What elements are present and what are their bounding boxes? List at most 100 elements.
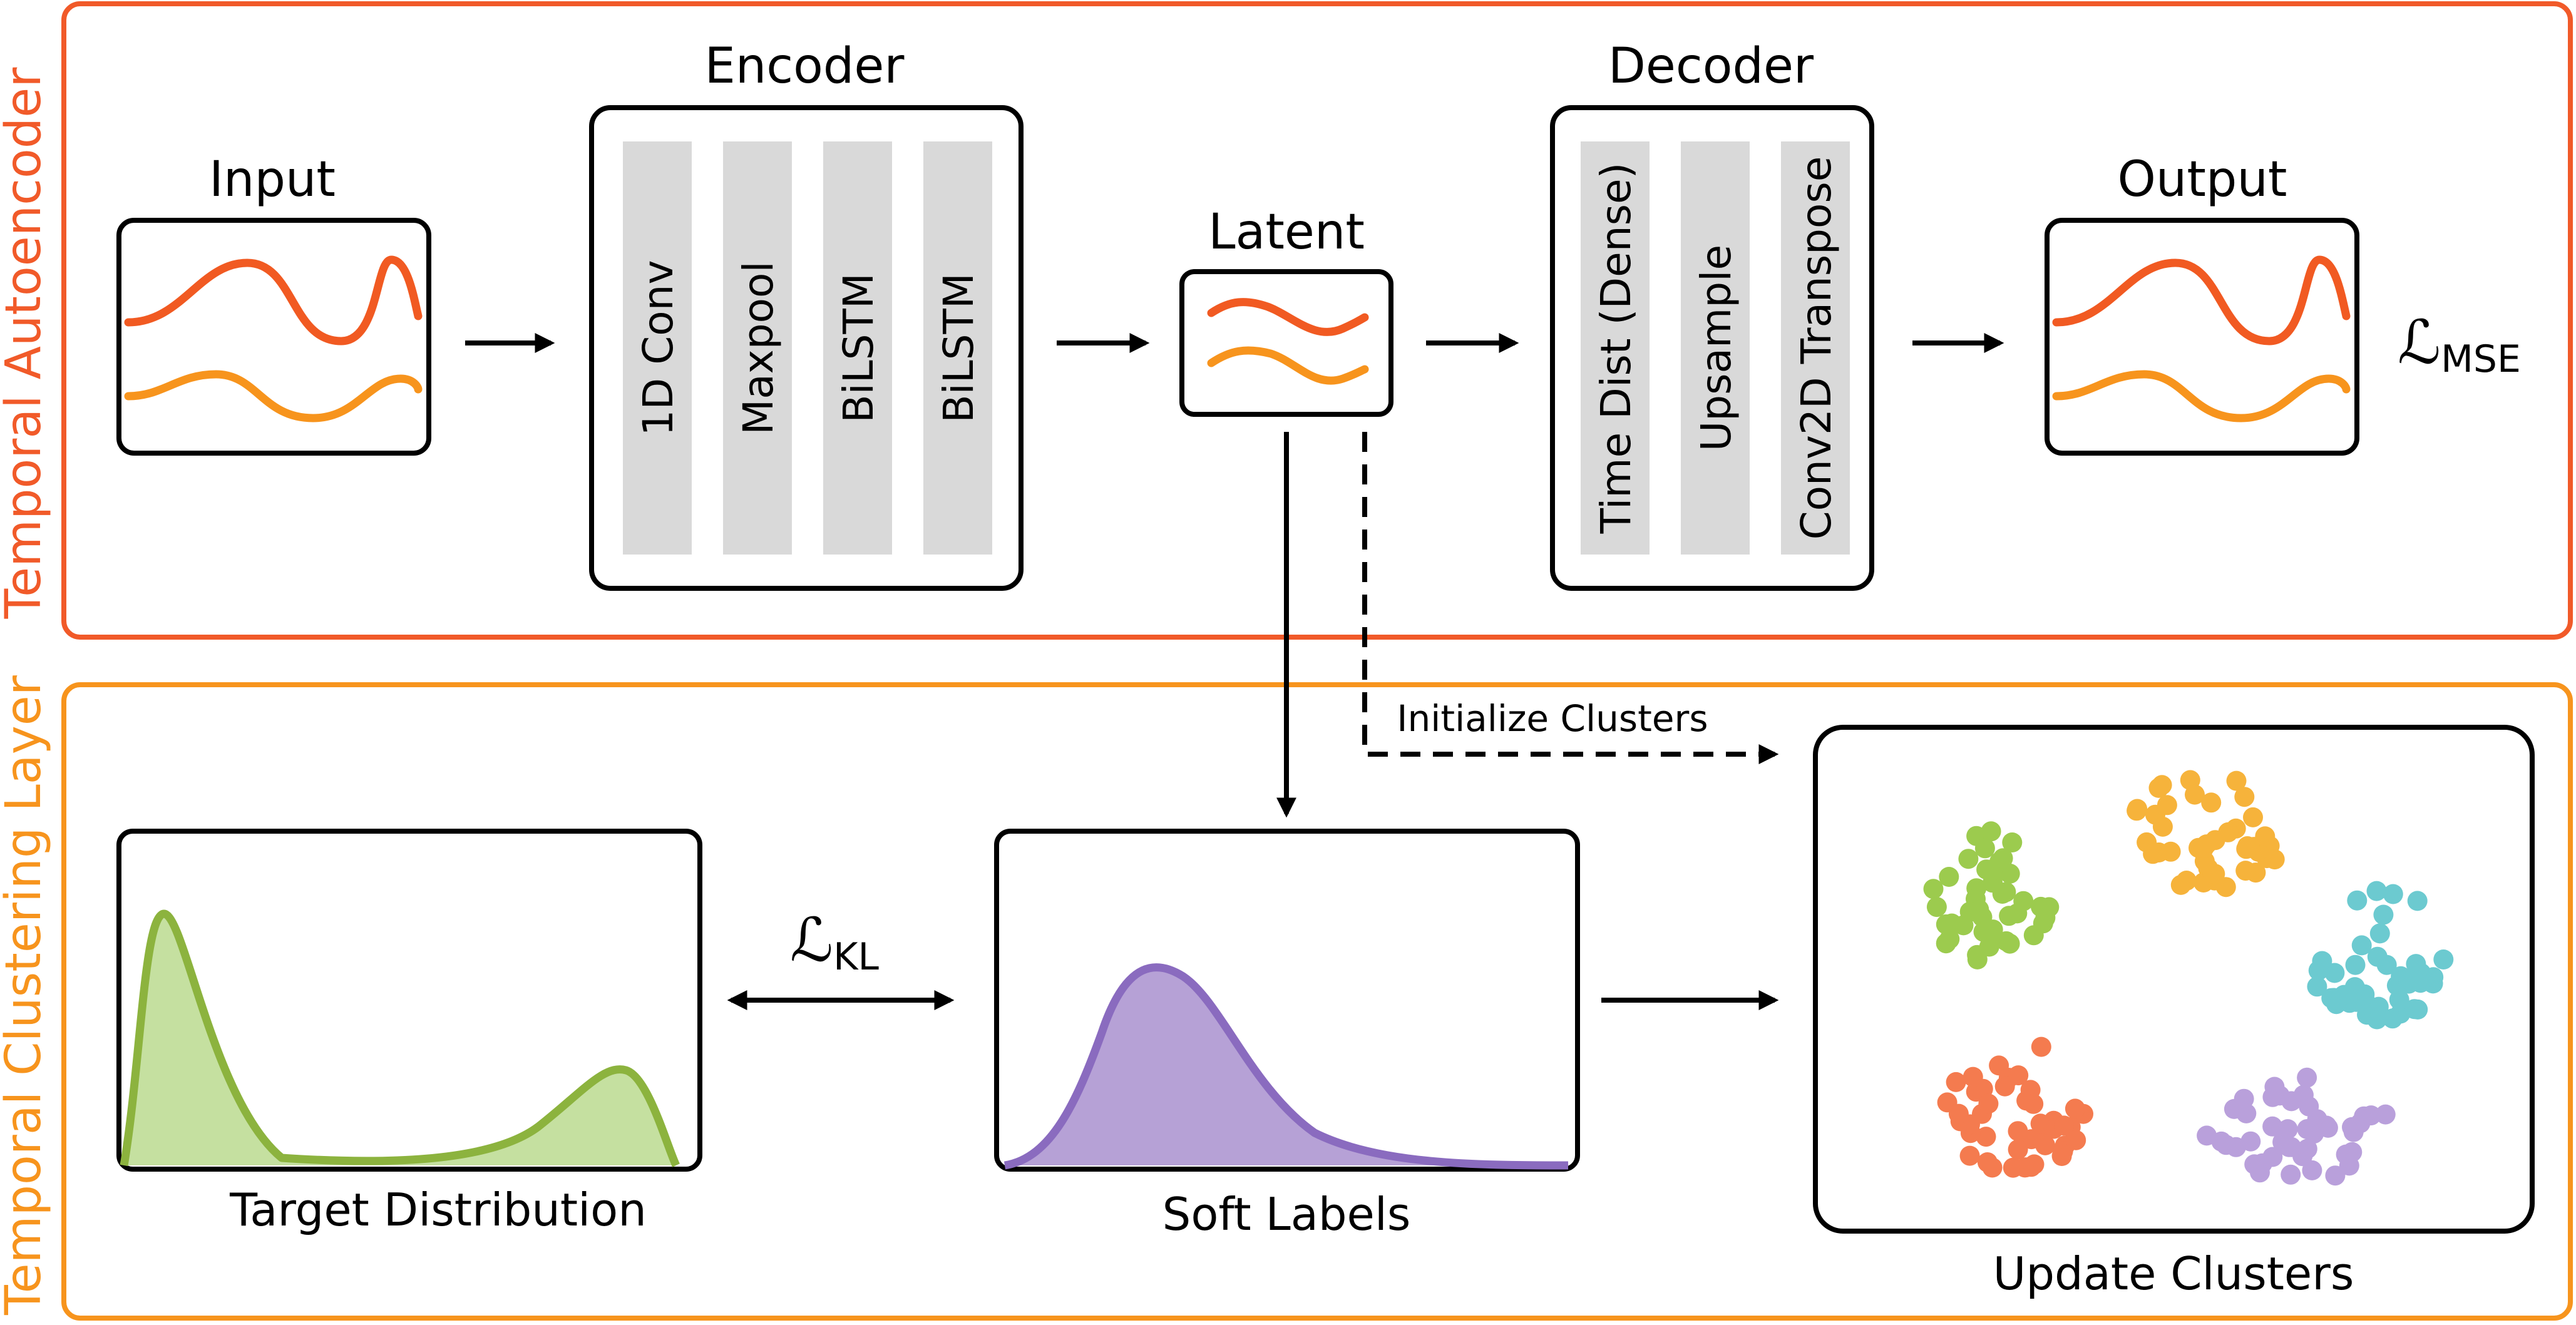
cluster-teal-point (2404, 999, 2425, 1020)
cluster-teal-point (2369, 923, 2390, 944)
decoder-layer-label-3: Conv2D Transpose (1792, 156, 1840, 540)
decoder-layer-1 (1581, 141, 1650, 555)
cluster-red-point (2031, 1036, 2051, 1057)
cluster-purple-point (2269, 1085, 2290, 1106)
cluster-green-point (2013, 891, 2034, 911)
encoder-layer-4 (923, 141, 992, 555)
svg-text:ℒKL: ℒKL (790, 905, 879, 979)
mse-loss-subscript: MSE (2441, 337, 2521, 381)
output-title: Output (2118, 151, 2287, 208)
decoder-layers: Time Dist (Dense) Upsample Conv2D Transpos… (1581, 141, 1850, 555)
cluster-teal-point (2347, 890, 2368, 911)
encoder-box (589, 105, 1024, 591)
cluster-red-point (2065, 1098, 2085, 1119)
output-wave-red (2052, 255, 2351, 345)
cluster-green-point (2035, 908, 2056, 928)
cluster-teal-point (2307, 976, 2327, 997)
cluster-green-point (1999, 863, 2020, 884)
cluster-red-point (1982, 1157, 2003, 1178)
latent-title: Latent (1208, 204, 1365, 260)
cluster-yellow-point (2127, 799, 2148, 819)
encoder-layer-label-4: BiLSTM (935, 273, 983, 423)
cluster-red-point (1948, 1103, 1969, 1124)
cluster-purple-point (2252, 1153, 2272, 1174)
input-box (116, 218, 431, 456)
encoder-layer-2 (723, 141, 792, 555)
cluster-teal-point (2373, 904, 2394, 925)
cluster-yellow-point (2243, 807, 2263, 827)
cluster-green-point (1981, 821, 2001, 842)
cluster-yellow-point (2255, 826, 2276, 847)
cluster-purple-point (2297, 1067, 2317, 1088)
decoder-title: Decoder (1608, 38, 1814, 95)
cluster-teal-point (2366, 881, 2387, 901)
cluster-teal-point (2383, 884, 2403, 904)
cluster-yellow-point (2205, 864, 2225, 884)
decoder-layer-label-2: Upsample (1692, 245, 1740, 451)
cluster-purple-point (2232, 1099, 2252, 1120)
cluster-green-point (1978, 924, 1999, 945)
cluster-yellow-point (2143, 844, 2163, 864)
cluster-green-point (1959, 901, 1980, 922)
cluster-red-point (1976, 1127, 1996, 1147)
svg-text:ℒMSE: ℒMSE (2398, 307, 2521, 381)
cluster-purple-point (2297, 1119, 2317, 1139)
cluster-purple-point (2375, 1104, 2396, 1125)
clustering-section-label: Temporal Clustering Layer (0, 675, 52, 1316)
cluster-red-point (2066, 1130, 2086, 1150)
cluster-green-point (1974, 838, 1995, 859)
cluster-red-point (2035, 1135, 2056, 1155)
kl-loss-label: ℒKL (790, 905, 879, 979)
cluster-green-point (1936, 914, 1956, 934)
cluster-yellow-point (2160, 841, 2181, 862)
encoder-layer-3 (823, 141, 892, 555)
soft-labels-area (1005, 967, 1568, 1165)
arrow-initialize-clusters (1362, 432, 1779, 764)
target-distribution-label: Target Distribution (229, 1184, 647, 1236)
cluster-red-point (2008, 1139, 2028, 1160)
cluster-red-point (2054, 1115, 2074, 1136)
cluster-teal-point (2423, 967, 2444, 988)
decoder-layer-3 (1781, 141, 1850, 555)
decoder-layer-label-1: Time Dist (Dense) (1592, 163, 1640, 535)
cluster-purple-point (2262, 1116, 2283, 1137)
cluster-purple-point (2281, 1164, 2301, 1185)
cluster-red-point (2003, 1157, 2023, 1178)
input-title: Input (209, 151, 336, 208)
cluster-teal-point (2389, 990, 2409, 1010)
latent-wave-orange (1207, 346, 1369, 385)
cluster-red-point (1989, 1055, 2009, 1076)
cluster-yellow-point (2264, 849, 2285, 870)
cluster-yellow-point (2152, 816, 2173, 837)
cluster-teal-point (2312, 951, 2332, 971)
update-clusters-label: Update Clusters (1993, 1247, 2354, 1300)
cluster-teal-point (2383, 1008, 2403, 1029)
encoder-layer-1 (623, 141, 692, 555)
autoencoder-section (61, 1, 2573, 640)
cluster-yellow-point (2237, 836, 2257, 856)
cluster-purple-point (2354, 1106, 2374, 1127)
cluster-red-point (1959, 1145, 1980, 1166)
cluster-red-point (1946, 1072, 1966, 1092)
cluster-red-point (1978, 1093, 1999, 1114)
cluster-yellow-point (2185, 784, 2205, 805)
cluster-green-point (1999, 933, 2020, 954)
cluster-green-point (1967, 949, 1988, 969)
cluster-purple-point (2339, 1155, 2359, 1176)
output-box (2045, 218, 2359, 456)
cluster-teal-point (2344, 977, 2365, 998)
cluster-purple-point (2325, 1165, 2346, 1186)
cluster-green-point (1939, 867, 1959, 887)
soft-labels-label: Soft Labels (1162, 1188, 1411, 1241)
encoder-layer-label-1: 1D Conv (634, 260, 682, 436)
autoencoder-section-label: Temporal Autoencoder (0, 67, 52, 620)
input-wave-orange (124, 370, 423, 422)
mse-loss-label: ℒMSE (2398, 307, 2521, 381)
cluster-teal-point (2345, 954, 2366, 975)
encoder-layer-label-2: Maxpool (734, 261, 783, 434)
kl-loss-symbol: ℒ (790, 905, 833, 975)
output-wave-orange (2052, 370, 2351, 422)
latent-wave-red (1207, 298, 1369, 336)
